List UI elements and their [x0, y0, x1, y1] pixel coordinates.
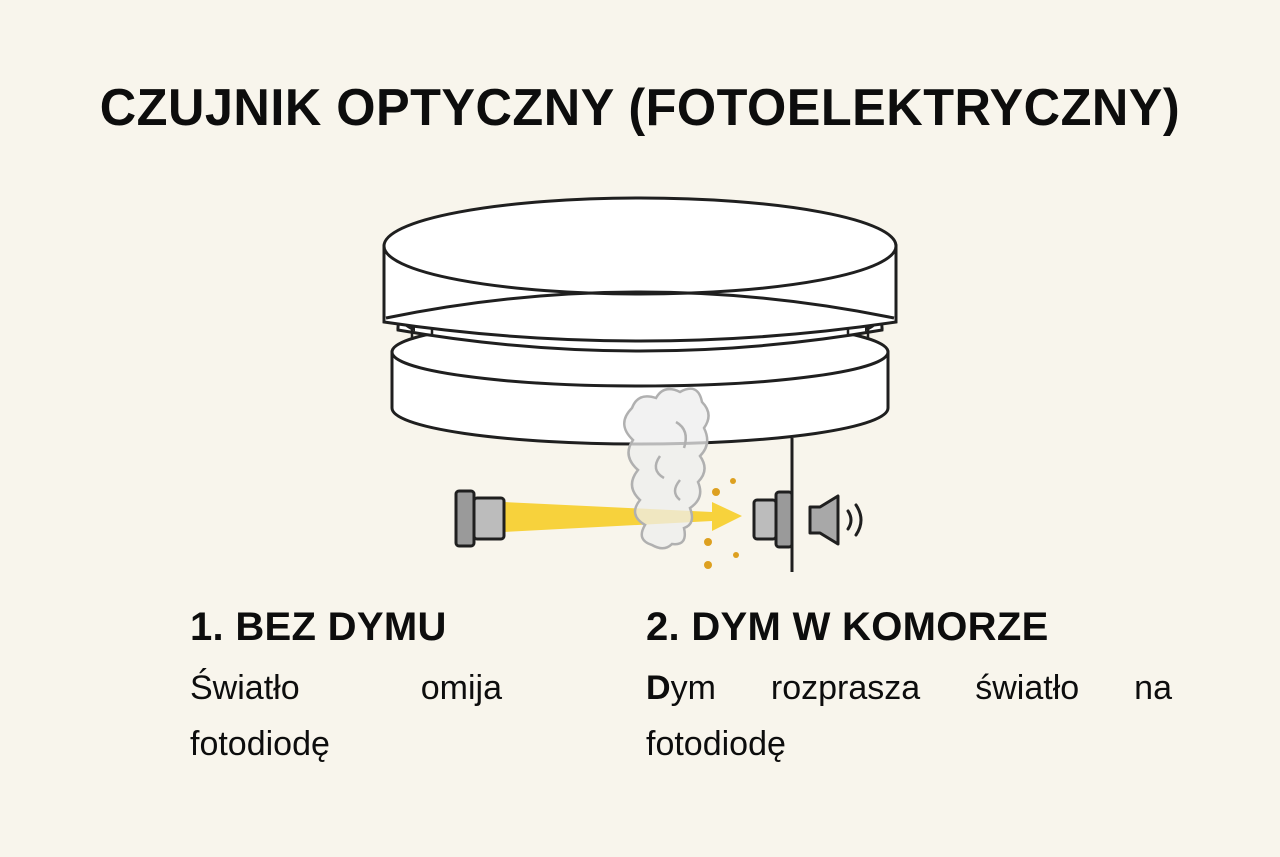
- section-heading: 2. DYM W KOMORZE: [646, 605, 1049, 649]
- section-no-smoke: 1. BEZ DYMU Światło omija fotodiodę: [190, 605, 502, 772]
- photodiode-icon: [752, 490, 794, 549]
- smoke-particles: [704, 478, 739, 569]
- section-heading: 1. BEZ DYMU: [190, 605, 447, 649]
- light-beam-arrow: [504, 502, 742, 532]
- speaker-icon: [808, 494, 863, 546]
- section-text-rest: ym rozprasza światło na fotodiodę: [646, 669, 1172, 763]
- led-emitter-icon: [454, 489, 506, 548]
- section-text: Światło omija fotodiodę: [190, 669, 502, 763]
- bold-initial: D: [646, 669, 671, 707]
- section-text: Dym rozprasza światło na fotodiodę: [646, 660, 1172, 772]
- page-title: CZUJNIK OPTYCZNY (FOTOELEKTRYCZNY): [99, 79, 1181, 137]
- section-smoke-in-chamber: 2. DYM W KOMORZE Dym rozprasza światło n…: [646, 605, 1172, 772]
- smoke-cloud-icon: [623, 387, 710, 550]
